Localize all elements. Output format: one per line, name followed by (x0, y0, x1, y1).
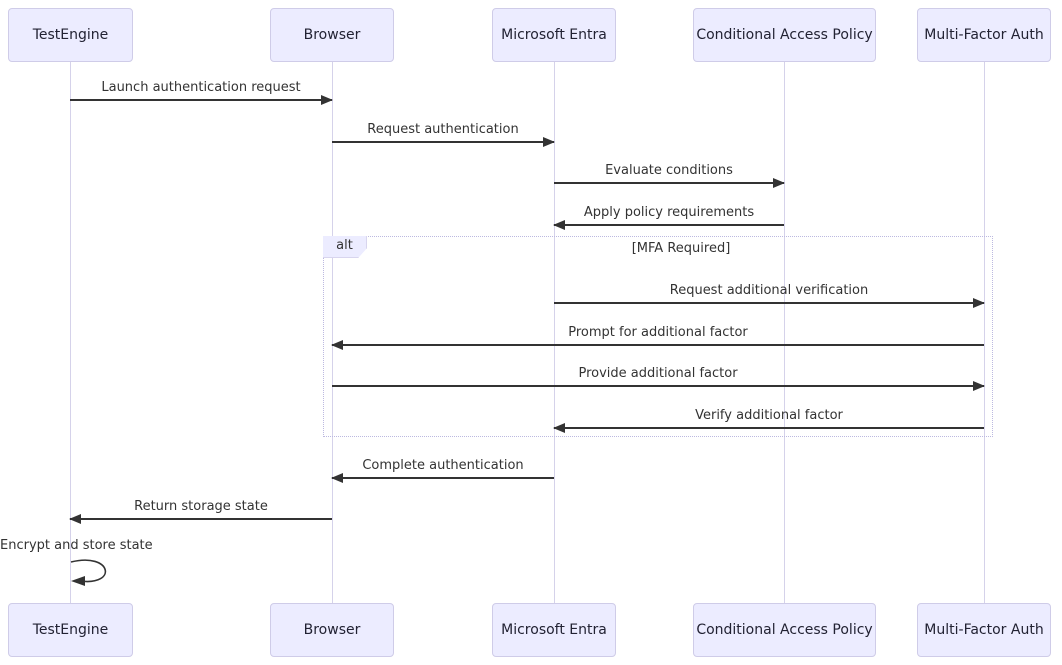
message-label: Return storage state (134, 499, 268, 514)
actor-top-multi-factor-auth: Multi-Factor Auth (917, 8, 1051, 62)
alt-label: alt (336, 238, 353, 253)
actor-label: Browser (303, 622, 361, 638)
actor-top-conditional-access-policy: Conditional Access Policy (693, 8, 876, 62)
message-label: Request authentication (367, 122, 519, 137)
message-line (332, 381, 985, 391)
alt-fragment-tab: alt (323, 236, 367, 258)
message-provide-additional-factor: Provide additional factor (332, 366, 985, 391)
lifeline-microsoft-entra (554, 62, 555, 603)
arrowhead-left-icon (69, 514, 81, 524)
message-label: Request additional verification (669, 283, 869, 298)
message-label: Launch authentication request (101, 80, 301, 95)
message-line (331, 473, 554, 483)
message-request-authentication: Request authentication (332, 122, 555, 147)
message-evaluate-conditions: Evaluate conditions (554, 163, 785, 188)
message-apply-policy-requirements: Apply policy requirements (553, 205, 784, 230)
actor-top-browser: Browser (270, 8, 394, 62)
message-label: Apply policy requirements (583, 205, 755, 220)
self-loop-arrow-icon (70, 559, 107, 586)
actor-label: TestEngine (32, 27, 109, 43)
actor-label: Multi-Factor Auth (924, 27, 1044, 43)
message-label: Provide additional factor (578, 366, 738, 381)
arrowhead-left-icon (331, 473, 343, 483)
actor-bottom-microsoft-entra: Microsoft Entra (492, 603, 616, 657)
message-line (70, 95, 333, 105)
message-label: Complete authentication (362, 458, 524, 473)
actor-bottom-multi-factor-auth: Multi-Factor Auth (917, 603, 1051, 657)
actor-label: Conditional Access Policy (696, 27, 873, 43)
arrowhead-right-icon (973, 381, 985, 391)
arrowhead-right-icon (321, 95, 333, 105)
message-line (553, 423, 984, 433)
message-prompt-for-additional-factor: Prompt for additional factor (331, 325, 984, 350)
message-line (69, 514, 332, 524)
actor-label: Conditional Access Policy (696, 622, 873, 638)
message-label: Prompt for additional factor (568, 325, 748, 340)
message-line (553, 220, 784, 230)
arrowhead-right-icon (773, 178, 785, 188)
arrowhead-left-icon (553, 423, 565, 433)
message-line (331, 340, 984, 350)
lifeline-browser (332, 62, 333, 603)
actor-label: Browser (303, 27, 361, 43)
message-request-additional-verification: Request additional verification (554, 283, 985, 308)
arrowhead-left-icon (553, 220, 565, 230)
message-launch-authentication-request: Launch authentication request (70, 80, 333, 105)
message-label: Verify additional factor (695, 408, 843, 423)
message-complete-authentication: Complete authentication (331, 458, 554, 483)
message-line (554, 178, 785, 188)
actor-bottom-testengine: TestEngine (8, 603, 133, 657)
alt-condition-label: [MFA Required] (631, 241, 731, 256)
actor-label: TestEngine (32, 622, 109, 638)
actor-bottom-conditional-access-policy: Conditional Access Policy (693, 603, 876, 657)
lifeline-conditional-access-policy (784, 62, 785, 603)
actor-label: Microsoft Entra (501, 27, 607, 43)
actor-label: Multi-Factor Auth (924, 622, 1044, 638)
actor-label: Microsoft Entra (501, 622, 607, 638)
message-line (554, 298, 985, 308)
message-return-storage-state: Return storage state (69, 499, 332, 524)
arrowhead-left-icon (331, 340, 343, 350)
message-line (332, 137, 555, 147)
actor-bottom-browser: Browser (270, 603, 394, 657)
message-encrypt-and-store-state: Encrypt and store state (0, 538, 153, 553)
lifeline-testengine (70, 62, 71, 603)
actor-top-microsoft-entra: Microsoft Entra (492, 8, 616, 62)
arrowhead-right-icon (543, 137, 555, 147)
arrowhead-right-icon (973, 298, 985, 308)
message-verify-additional-factor: Verify additional factor (553, 408, 984, 433)
lifeline-multi-factor-auth (984, 62, 985, 603)
alt-fragment: alt [MFA Required] (323, 236, 993, 437)
actor-top-testengine: TestEngine (8, 8, 133, 62)
message-label: Evaluate conditions (605, 163, 733, 178)
